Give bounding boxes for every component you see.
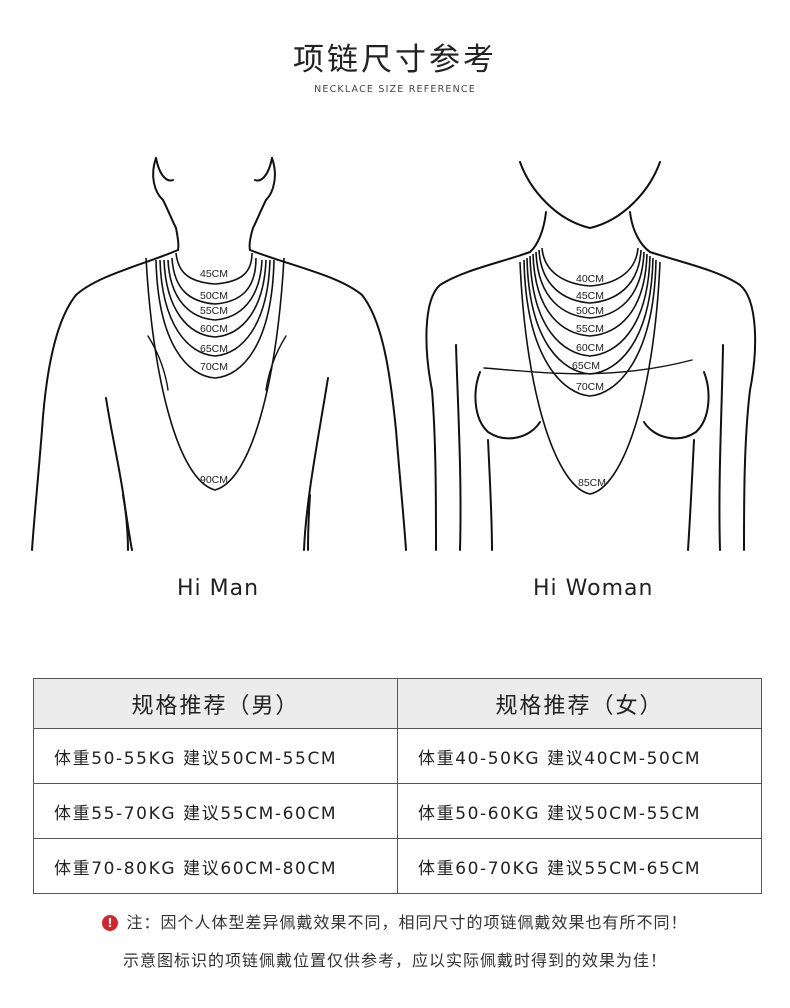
man-body-outline: [31, 157, 407, 551]
exclamation-icon: !: [102, 915, 119, 931]
disclaimer-line-2: 示意图标识的项链佩戴位置仅供参考，应以实际佩戴时得到的效果为佳！: [122, 951, 667, 970]
man-size-label: 90CM: [200, 474, 228, 486]
woman-size-label: 45CM: [576, 290, 604, 302]
man-necklace-diagram: 45CM 50CM 55CM 60CM 65CM 70CM 90CM: [31, 157, 407, 551]
female-recommendation-cell: 体重40-50KG 建议40CM-50CM: [397, 728, 762, 784]
size-recommendation-table: 规格推荐（男） 规格推荐（女） 体重50-55KG 建议50CM-55CM 体重…: [33, 678, 762, 894]
disclaimer-text-1: 注：因个人体型差异佩戴效果不同，相同尺寸的项链佩戴效果也有所不同！: [126, 913, 688, 932]
male-column-header: 规格推荐（男）: [33, 678, 398, 729]
man-size-label: 70CM: [200, 361, 228, 373]
woman-size-label: 85CM: [578, 477, 606, 489]
woman-size-label: 55CM: [576, 323, 604, 335]
male-recommendation-cell: 体重70-80KG 建议60CM-80CM: [33, 838, 398, 894]
woman-size-label: 70CM: [576, 381, 604, 393]
woman-size-label: 50CM: [576, 305, 604, 317]
male-recommendation-cell: 体重55-70KG 建议55CM-60CM: [33, 783, 398, 839]
man-size-label: 65CM: [200, 343, 228, 355]
female-column-header: 规格推荐（女）: [397, 678, 762, 729]
table-row: 体重55-70KG 建议55CM-60CM 体重50-60KG 建议50CM-5…: [33, 783, 762, 839]
man-necklace-loops: [145, 252, 285, 491]
man-size-label: 60CM: [200, 323, 228, 335]
man-figure-label: Hi Man: [177, 576, 260, 601]
woman-size-labels: 40CM 45CM 50CM 55CM 60CM 65CM 70CM 85CM: [572, 273, 606, 489]
male-recommendation-cell: 体重50-55KG 建议50CM-55CM: [33, 728, 398, 784]
woman-figure-label: Hi Woman: [533, 576, 654, 601]
female-recommendation-cell: 体重60-70KG 建议55CM-65CM: [397, 838, 762, 894]
page-title: 项链尺寸参考: [293, 42, 497, 78]
man-size-label: 50CM: [200, 290, 228, 302]
table-row: 体重70-80KG 建议60CM-80CM 体重60-70KG 建议55CM-6…: [33, 838, 762, 894]
woman-body-outline: [425, 161, 757, 551]
page-subtitle: NECKLACE SIZE REFERENCE: [314, 84, 476, 95]
table-header-row: 规格推荐（男） 规格推荐（女）: [33, 678, 762, 729]
man-size-label: 55CM: [200, 305, 228, 317]
female-recommendation-cell: 体重50-60KG 建议50CM-55CM: [397, 783, 762, 839]
woman-size-label: 65CM: [572, 360, 600, 372]
woman-necklace-diagram: 40CM 45CM 50CM 55CM 60CM 65CM 70CM 85CM: [425, 161, 757, 551]
man-size-labels: 45CM 50CM 55CM 60CM 65CM 70CM 90CM: [200, 268, 228, 486]
woman-size-label: 60CM: [576, 342, 604, 354]
disclaimer-line-1: ! 注：因个人体型差异佩戴效果不同，相同尺寸的项链佩戴效果也有所不同！: [0, 909, 790, 933]
table-row: 体重50-55KG 建议50CM-55CM 体重40-50KG 建议40CM-5…: [33, 728, 762, 784]
man-size-label: 45CM: [200, 268, 228, 280]
woman-necklace-loops: [519, 247, 661, 495]
woman-size-label: 40CM: [576, 273, 604, 285]
